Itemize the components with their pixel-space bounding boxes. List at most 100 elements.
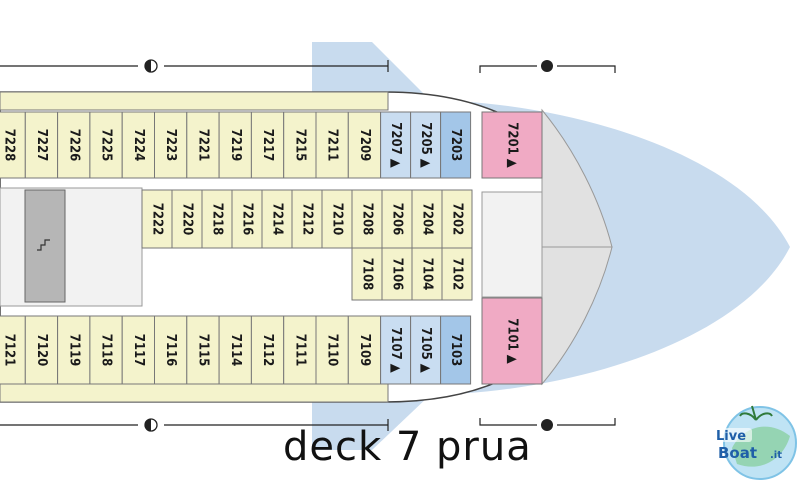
cabin-label-7228: 7228: [2, 129, 17, 162]
cabin-label-7121: 7121: [2, 334, 17, 367]
cabin-label-7210: 7210: [330, 203, 345, 236]
cabin-label-7206: 7206: [390, 203, 405, 236]
cabin-7106[interactable]: [381, 247, 413, 301]
cabin-label-7209: 7209: [357, 129, 372, 162]
cabin-label-7224: 7224: [131, 129, 146, 162]
cabin-label-7117: 7117: [131, 334, 146, 367]
cabin-7224[interactable]: [121, 111, 155, 179]
logo-boat-text: Boat: [718, 444, 757, 462]
cabin-7114[interactable]: [218, 315, 252, 385]
cabin-label-7208: 7208: [360, 203, 375, 236]
cabin-label-7119: 7119: [66, 334, 81, 367]
cabin-label-7215: 7215: [292, 129, 307, 162]
cabin-7219[interactable]: [218, 111, 252, 179]
cabin-label-7115: 7115: [195, 334, 210, 367]
cabin-label-7225: 7225: [99, 129, 114, 162]
cabin-7105[interactable]: [410, 315, 442, 385]
cabin-label-7114: 7114: [228, 334, 243, 367]
cabin-7228[interactable]: [0, 111, 26, 179]
cabin-label-7223: 7223: [163, 129, 178, 162]
cabin-label-7120: 7120: [34, 334, 49, 367]
cabin-label-7227: 7227: [34, 129, 49, 162]
cabin-label-7107: 7107 ▲: [388, 327, 403, 373]
cabin-label-7104: 7104: [420, 258, 435, 291]
dimension-lines: [0, 60, 616, 431]
cabin-label-7221: 7221: [195, 129, 210, 162]
cabin-label-7101: 7101 ▲: [505, 318, 520, 364]
cabin-label-7103: 7103: [448, 334, 463, 367]
cabin-7112[interactable]: [250, 315, 285, 385]
cabin-7214[interactable]: [261, 189, 293, 249]
cabin-label-7205: 7205 ▲: [418, 122, 433, 168]
cabin-7211[interactable]: [315, 111, 349, 179]
cabin-7204[interactable]: [411, 189, 443, 249]
cabin-7223[interactable]: [154, 111, 188, 179]
cabin-7221[interactable]: [186, 111, 220, 179]
corridor-right: [481, 191, 543, 298]
cabin-7120[interactable]: [24, 315, 59, 385]
cabin-7108[interactable]: [351, 247, 383, 301]
cabin-7121[interactable]: [0, 315, 26, 385]
cabin-label-7204: 7204: [420, 203, 435, 236]
cabin-label-7216: 7216: [240, 203, 255, 236]
cabin-label-7118: 7118: [99, 334, 114, 367]
cabin-7104[interactable]: [411, 247, 443, 301]
logo-domain-text: .it: [770, 450, 782, 461]
cabin-7119[interactable]: [57, 315, 91, 385]
corridor-block: [0, 187, 143, 307]
cabin-label-7207: 7207 ▲: [388, 122, 403, 168]
half-circle-icons: [144, 59, 158, 432]
cabin-label-7109: 7109: [357, 334, 372, 367]
cabin-label-7222: 7222: [150, 203, 165, 236]
cabin-7101[interactable]: [481, 297, 543, 385]
cabin-7226[interactable]: [57, 111, 91, 179]
cabin-label-7105: 7105 ▲: [418, 327, 433, 373]
cabin-7201[interactable]: [481, 111, 543, 179]
cabin-7205[interactable]: [410, 111, 442, 179]
balcony-strip: [0, 383, 389, 403]
cabin-7103[interactable]: [440, 315, 472, 385]
cabin-7217[interactable]: [250, 111, 285, 179]
cabin-7110[interactable]: [315, 315, 349, 385]
cabin-7102[interactable]: [441, 247, 473, 301]
cabin-7212[interactable]: [291, 189, 323, 249]
cabin-label-7211: 7211: [325, 129, 340, 162]
bow-water-top: [312, 42, 430, 100]
cabin-label-7226: 7226: [66, 129, 81, 162]
cabin-7115[interactable]: [186, 315, 220, 385]
cabin-7222[interactable]: [141, 189, 173, 249]
cabin-label-7217: 7217: [260, 129, 275, 162]
cabin-label-7219: 7219: [228, 129, 243, 162]
balcony-strip: [0, 91, 389, 111]
cabin-label-7110: 7110: [325, 334, 340, 367]
labels-layer: 7228 7227 7226 7225 7224 7223 7221 7219 7217 7215…: [2, 122, 520, 373]
cabin-label-7111: 7111: [292, 334, 307, 367]
cabin-label-7112: 7112: [260, 334, 275, 367]
deck-caption: deck 7 prua: [283, 424, 532, 470]
cabin-7220[interactable]: [171, 189, 203, 249]
cabin-7206[interactable]: [381, 189, 413, 249]
cabin-label-7102: 7102: [450, 258, 465, 291]
cabin-label-7201: 7201 ▲: [505, 122, 520, 168]
bow-water-bottom: [312, 395, 430, 450]
cabin-label-7203: 7203: [448, 129, 463, 162]
liveboat-logo: Live Boat .it: [714, 405, 797, 480]
cabin-7227[interactable]: [24, 111, 59, 179]
cabin-7207[interactable]: [380, 111, 412, 179]
cabin-label-7106: 7106: [390, 258, 405, 291]
cabin-7225[interactable]: [89, 111, 123, 179]
dot-icons: [541, 60, 553, 431]
cabin-7117[interactable]: [121, 315, 155, 385]
stair-icon: [37, 239, 50, 251]
cabin-label-7202: 7202: [450, 203, 465, 236]
cabin-7202[interactable]: [441, 189, 473, 249]
cabin-7203[interactable]: [440, 111, 472, 179]
logo-live-text: Live: [716, 429, 746, 444]
cabin-7216[interactable]: [231, 189, 263, 249]
cabin-label-7108: 7108: [360, 258, 375, 291]
cabins-layer: [0, 91, 543, 403]
cabin-label-7214: 7214: [270, 203, 285, 236]
stairwell: [24, 189, 66, 303]
cabin-label-7116: 7116: [163, 334, 178, 367]
